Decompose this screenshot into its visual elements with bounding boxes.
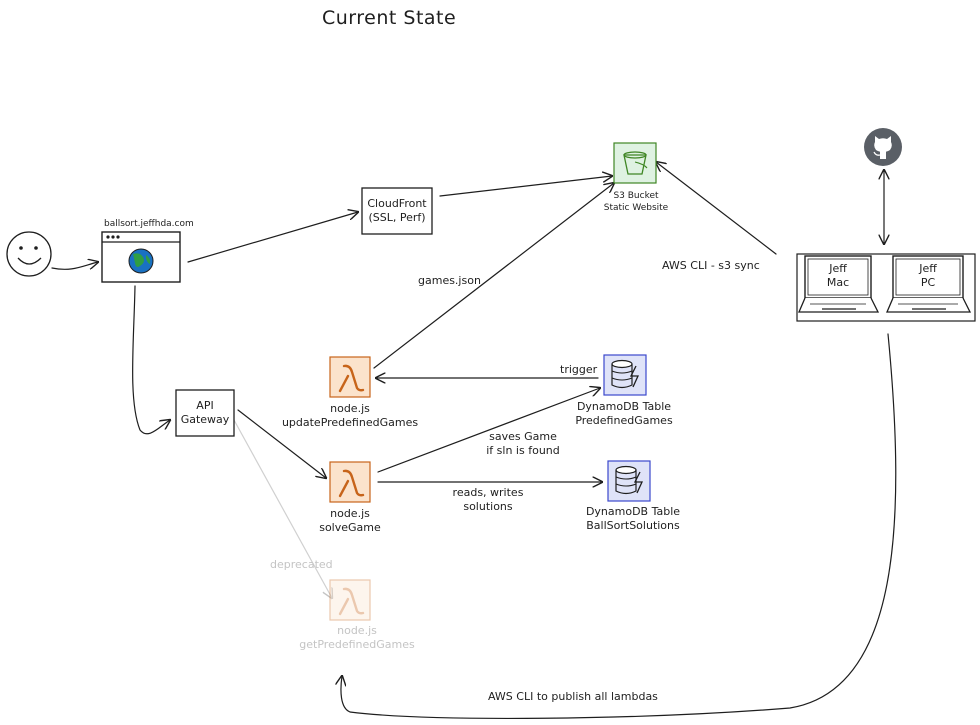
dynamo-solutions-label-line1: DynamoDB Table (585, 505, 681, 518)
label-deprecated: deprecated (270, 558, 333, 571)
label-games-json: games.json (418, 274, 481, 287)
label-aws-s3-sync: AWS CLI - s3 sync (662, 259, 760, 272)
laptop-pc-label-line2: PC (920, 276, 936, 289)
lambda-solve-label-line2: solveGame (319, 521, 381, 534)
label-trigger: trigger (560, 363, 598, 376)
lambda-icon (329, 356, 371, 398)
arrow-browser-to-api-gateway (132, 285, 170, 435)
dynamodb-icon (603, 354, 647, 396)
laptop-icon (886, 255, 972, 313)
cloudfront-label-line1: CloudFront (367, 197, 427, 210)
label-reads-writes-line1: reads, writes (452, 486, 524, 499)
label-reads-writes-line2: solutions (463, 500, 513, 513)
api-gateway-label-line1: API (196, 399, 214, 412)
lambda-get-label-line1: node.js (337, 624, 377, 637)
diagram-title: Current State (322, 7, 457, 29)
arrow-api-to-getgames-deprecated (233, 419, 332, 598)
arrow-user-to-browser (51, 262, 98, 270)
s3-label-line2: Static Website (603, 203, 669, 213)
s3-label-line1: S3 Bucket (613, 191, 659, 201)
lambda-icon (329, 579, 371, 621)
globe-icon (128, 248, 154, 274)
arrow-api-to-solvegame (237, 409, 326, 478)
browser-url-label: ballsort.jeffhda.com (104, 219, 194, 229)
arrow-cloudfront-to-s3 (439, 176, 612, 197)
s3-bucket-icon (613, 142, 657, 184)
lambda-solve-label-line1: node.js (330, 507, 370, 520)
arrow-laptop-to-s3 (656, 162, 777, 255)
label-aws-publish-lambdas: AWS CLI to publish all lambdas (488, 690, 658, 703)
arrow-laptop-publish-lambdas (341, 333, 897, 719)
arrow-solve-to-predefined (377, 388, 600, 473)
cloudfront-label-line2: (SSL, Perf) (368, 211, 426, 224)
smiley-face-icon (6, 231, 52, 277)
dynamo-solutions-label-line2: BallSortSolutions (586, 519, 680, 532)
github-icon (864, 128, 902, 166)
lambda-get-label-line2: getPredefinedGames (299, 638, 415, 651)
lambda-icon (329, 461, 371, 503)
browser-window (101, 231, 181, 283)
api-gateway-box (175, 389, 235, 437)
api-gateway-label-line2: Gateway (180, 413, 230, 426)
lambda-update-label-line2: updatePredefinedGames (281, 416, 419, 429)
laptop-pc-label-line1: Jeff (919, 262, 937, 275)
label-saves-game-line1: saves Game (489, 430, 557, 443)
label-saves-game-line2: if sln is found (486, 444, 560, 457)
laptop-mac-label-line2: Mac (826, 276, 850, 289)
laptop-mac-label-line1: Jeff (829, 262, 847, 275)
cloudfront-box (361, 187, 433, 235)
dynamodb-icon (607, 460, 651, 502)
lambda-update-label-line1: node.js (330, 402, 370, 415)
arrow-browser-to-cloudfront (187, 212, 358, 263)
dynamo-predefined-label-line1: DynamoDB Table (576, 400, 672, 413)
arrow-update-to-s3 (373, 183, 614, 369)
dynamo-predefined-label-line2: PredefinedGames (575, 414, 673, 427)
